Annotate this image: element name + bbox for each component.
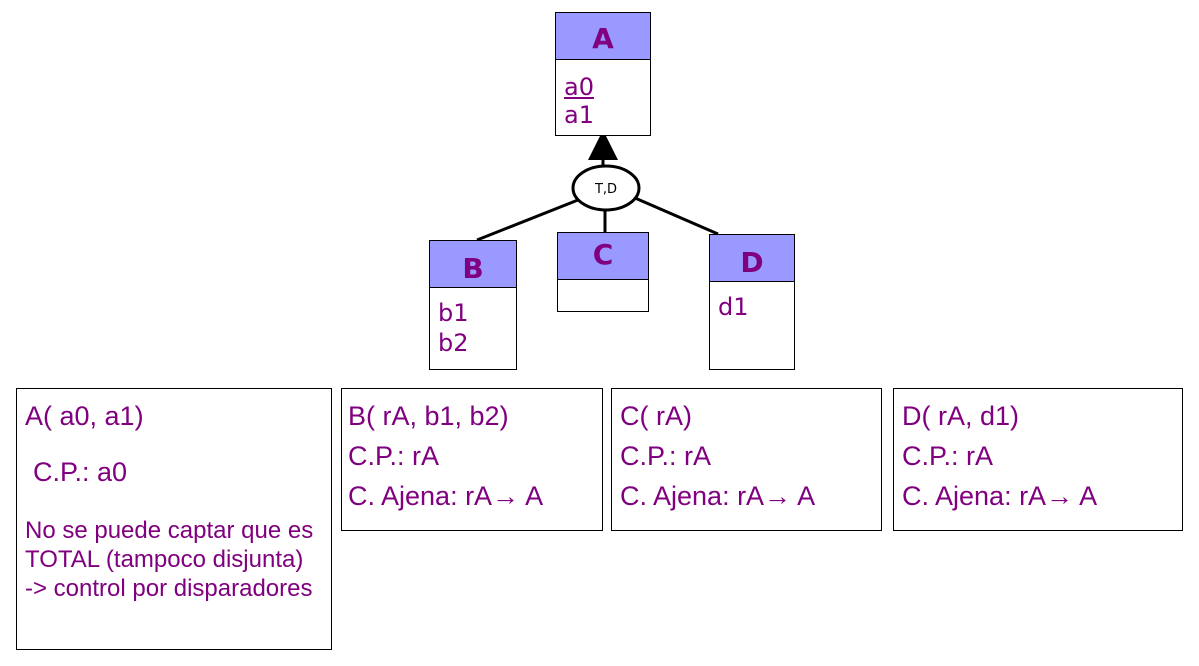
entity-b-attr: b1 (438, 299, 469, 327)
entity-b: B b1 b2 (429, 240, 517, 370)
entity-c-header: C (557, 232, 649, 280)
relation-a-pk: C.P.: a0 (33, 457, 128, 487)
entity-c: C (557, 232, 649, 312)
entity-b-body: b1 b2 (429, 287, 517, 370)
entity-a: A a0 a1 (555, 12, 651, 136)
entity-a-attr-pk: a0 (564, 73, 594, 101)
line-to-d (634, 196, 719, 236)
relation-b-fk: C. Ajena: rA→ A (348, 481, 544, 511)
entity-c-body (557, 279, 649, 312)
relation-d-box: D( rA, d1) C.P.: rA C. Ajena: rA→ A (893, 388, 1183, 531)
entity-a-header: A (555, 12, 651, 60)
relation-c-pk: C.P.: rA (620, 441, 712, 471)
relation-a-box: A( a0, a1) C.P.: a0 No se puede captar q… (16, 388, 332, 650)
relation-c-fk: C. Ajena: rA→ A (620, 481, 816, 511)
entity-d-attr: d1 (718, 293, 749, 321)
entity-a-attr: a1 (564, 101, 594, 129)
line-to-b (476, 196, 584, 242)
relation-d-pk: C.P.: rA (902, 441, 994, 471)
relation-a-note: No se puede captar que es TOTAL (tampoco… (25, 517, 314, 602)
relation-d-fk: C. Ajena: rA→ A (902, 481, 1098, 511)
hierarchy-label: T,D (594, 182, 617, 197)
relation-d-schema: D( rA, d1) (902, 401, 1020, 431)
entity-b-attr: b2 (438, 329, 469, 357)
relation-b-pk: C.P.: rA (348, 441, 440, 471)
entity-a-body: a0 a1 (555, 59, 651, 136)
relation-b-schema: B( rA, b1, b2) (348, 401, 509, 431)
entity-b-header: B (429, 240, 517, 288)
relation-c-box: C( rA) C.P.: rA C. Ajena: rA→ A (611, 388, 882, 531)
relation-b-box: B( rA, b1, b2) C.P.: rA C. Ajena: rA→ A (341, 388, 603, 531)
entity-d: D d1 (709, 234, 795, 370)
relation-c-schema: C( rA) (620, 401, 692, 431)
entity-d-header: D (709, 234, 795, 282)
hierarchy-connectors: T,D (476, 130, 719, 242)
entity-d-body: d1 (709, 281, 795, 370)
relation-a-schema: A( a0, a1) (25, 401, 144, 431)
hierarchy-ellipse (571, 164, 641, 212)
